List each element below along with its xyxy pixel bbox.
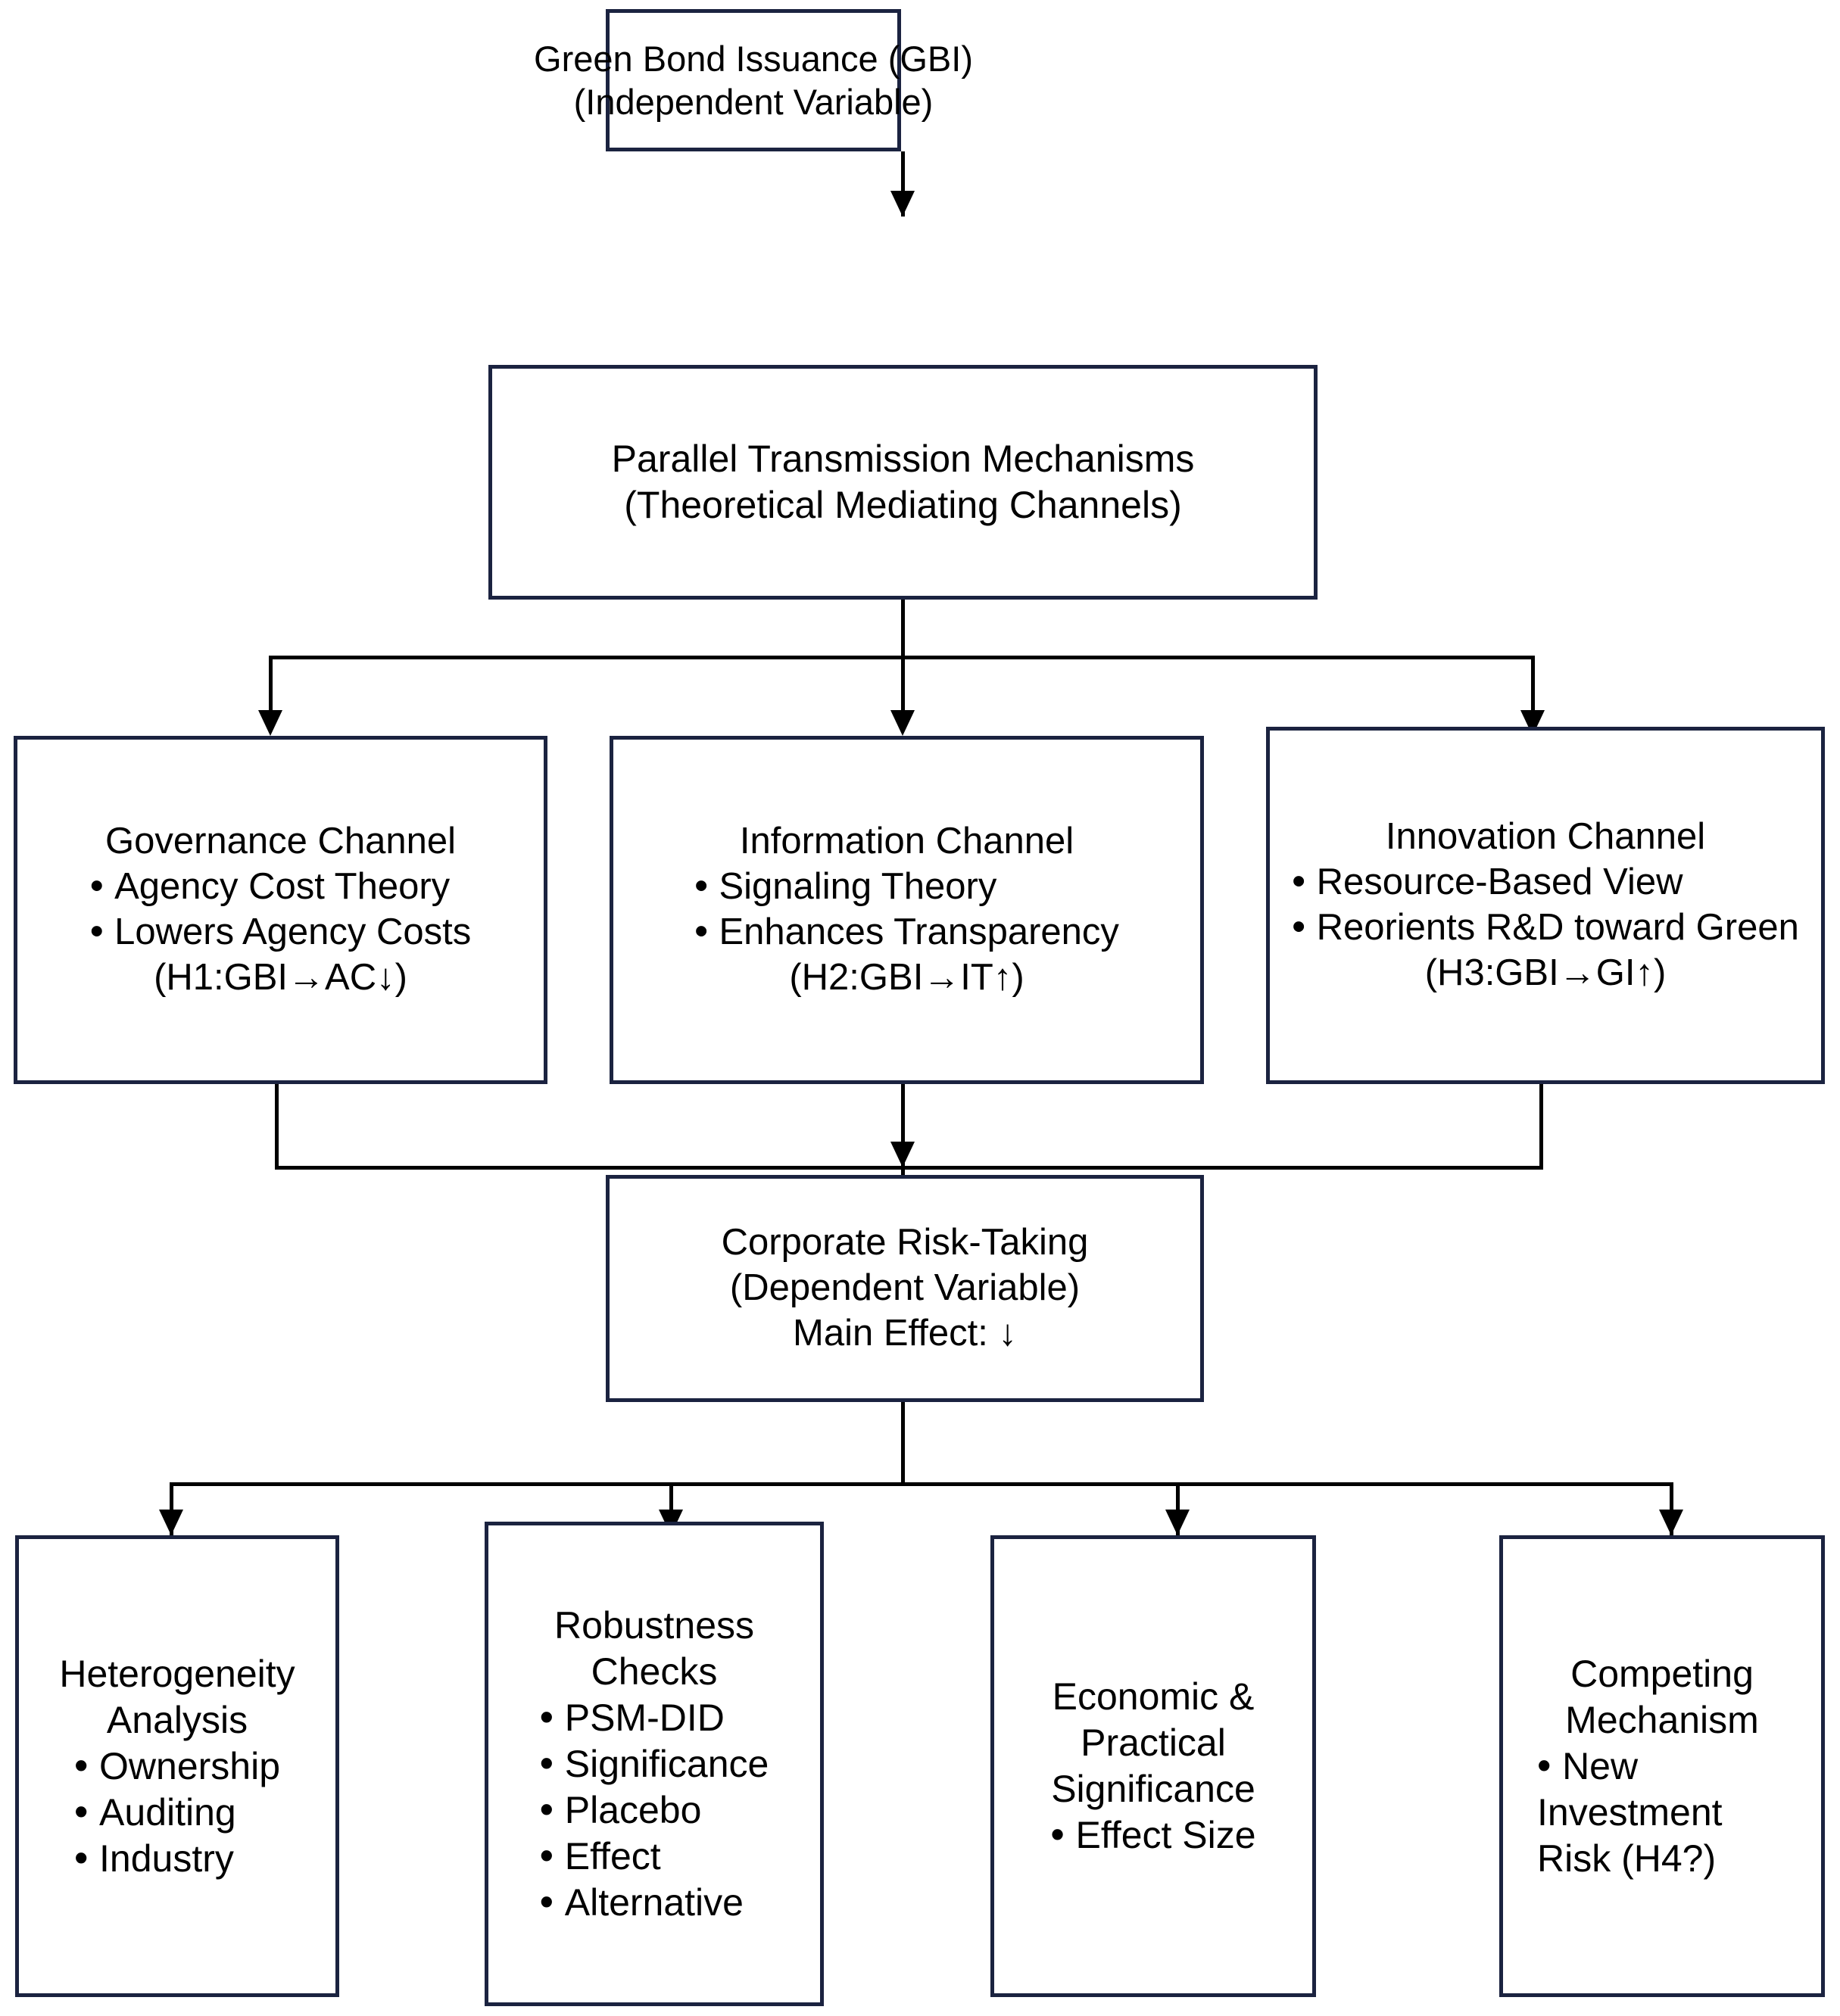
competing-bullet-list: New Investment Risk (H4?) — [1537, 1743, 1787, 1882]
mechanisms-line-1: Parallel Transmission Mechanisms — [611, 438, 1195, 480]
governance-bullet-0: Agency Cost Theory — [90, 865, 472, 910]
governance-bullet-1: Lowers Agency Costs — [90, 910, 471, 955]
node-parallel-mechanisms[interactable]: Parallel Transmission Mechanisms (Theore… — [488, 365, 1318, 600]
information-hypothesis: (H2:GBI→IT↑) — [789, 956, 1024, 998]
connector-arrow-dependent-variable — [890, 1142, 915, 1167]
heterogeneity-bullet-1: Auditing — [74, 1790, 280, 1836]
heterogeneity-heading-1: Heterogeneity — [59, 1652, 295, 1695]
iv-line-1: Green Bond Issuance (GBI) — [534, 38, 973, 79]
mechanisms-line-2: (Theoretical Mediating Channels) — [624, 484, 1182, 526]
connector-iv-to-mechanisms-stem — [901, 151, 905, 217]
connector-arrow-economic — [1165, 1510, 1190, 1535]
robustness-heading-1: Robustness — [554, 1603, 755, 1647]
information-bullet-1: Enhances Transparency — [694, 910, 1118, 955]
node-innovation-channel[interactable]: Innovation Channel Resource-Based View R… — [1266, 727, 1825, 1084]
information-bullet-0: Signaling Theory — [694, 865, 1119, 910]
competing-heading-2: Mechanism — [1565, 1698, 1759, 1741]
connector-arrow-information — [890, 710, 915, 736]
connector-merge-riser-right — [1539, 1084, 1543, 1170]
governance-heading: Governance Channel — [104, 821, 457, 862]
innovation-bullet-list: Resource-Based View Reorients R&D toward… — [1292, 860, 1799, 951]
innovation-heading: Innovation Channel — [1385, 816, 1706, 858]
connector-mechanisms-stem — [901, 600, 905, 660]
node-robustness-checks[interactable]: Robustness Checks PSM-DID Significance P… — [485, 1522, 824, 2006]
economic-bullet-list: Effect Size — [1050, 1812, 1255, 1859]
innovation-bullet-1: Reorients R&D toward Green — [1292, 905, 1799, 951]
connector-dv-bus — [170, 1482, 1673, 1486]
robustness-bullet-4: Alternative — [540, 1880, 769, 1926]
governance-bullet-list: Agency Cost Theory Lowers Agency Costs — [90, 865, 472, 955]
heterogeneity-bullet-0: Ownership — [74, 1743, 280, 1790]
connector-arrow-governance — [258, 710, 282, 736]
node-heterogeneity-analysis[interactable]: Heterogeneity Analysis Ownership Auditin… — [15, 1535, 339, 1997]
information-bullet-list: Signaling Theory Enhances Transparency — [694, 865, 1119, 955]
connector-arrow-heterogeneity — [159, 1510, 183, 1535]
heterogeneity-bullet-list: Ownership Auditing Industry — [74, 1743, 280, 1882]
iv-line-2: (Independent Variable) — [573, 82, 934, 122]
connector-mechanisms-drop-left — [269, 656, 273, 731]
connector-dv-stem — [901, 1402, 905, 1485]
competing-bullet-0: New Investment Risk (H4?) — [1537, 1743, 1787, 1882]
information-heading: Information Channel — [739, 821, 1074, 862]
dv-line-1: Corporate Risk-Taking — [721, 1222, 1089, 1264]
economic-bullet-0: Effect Size — [1050, 1812, 1255, 1859]
connector-merge-riser-left — [275, 1084, 279, 1170]
robustness-bullet-2: Placebo — [540, 1787, 769, 1834]
robustness-bullet-3: Effect — [540, 1834, 769, 1880]
node-governance-channel[interactable]: Governance Channel Agency Cost Theory Lo… — [14, 736, 547, 1084]
innovation-bullet-0: Resource-Based View — [1292, 860, 1799, 905]
economic-heading-2: Practical — [1081, 1722, 1226, 1764]
connector-iv-to-mechanisms-arrow — [890, 191, 915, 217]
robustness-heading-2: Checks — [591, 1650, 718, 1693]
innovation-hypothesis: (H3:GBI→GI↑) — [1424, 952, 1667, 993]
node-competing-mechanism[interactable]: Competing Mechanism New Investment Risk … — [1499, 1535, 1825, 1997]
node-economic-practical-significance[interactable]: Economic & Practical Significance Effect… — [990, 1535, 1316, 1997]
robustness-bullet-1: Significance — [540, 1741, 769, 1787]
connector-mechanisms-drop-right — [1531, 656, 1535, 731]
connector-merge-riser-center — [901, 1084, 905, 1170]
economic-heading-3: Significance — [1051, 1768, 1255, 1810]
heterogeneity-bullet-2: Industry — [74, 1836, 280, 1882]
dv-line-2: (Dependent Variable) — [729, 1267, 1081, 1309]
robustness-bullet-0: PSM-DID — [540, 1695, 769, 1741]
competing-heading-1: Competing — [1570, 1652, 1754, 1695]
node-information-channel[interactable]: Information Channel Signaling Theory Enh… — [610, 736, 1204, 1084]
heterogeneity-heading-2: Analysis — [106, 1698, 248, 1741]
node-dependent-variable[interactable]: Corporate Risk-Taking (Dependent Variabl… — [606, 1175, 1204, 1402]
governance-hypothesis: (H1:GBI→AC↓) — [154, 956, 407, 998]
node-independent-variable[interactable]: Green Bond Issuance (GBI) (Independent V… — [534, 9, 973, 151]
connector-arrow-competing — [1659, 1510, 1683, 1535]
dv-line-3: Main Effect: ↓ — [793, 1312, 1017, 1354]
connector-merge-bus — [275, 1166, 1543, 1170]
economic-heading-1: Economic & — [1052, 1675, 1255, 1718]
robustness-bullet-list: PSM-DID Significance Placebo Effect Alte… — [540, 1695, 769, 1926]
connector-mechanisms-drop-center — [901, 656, 905, 731]
